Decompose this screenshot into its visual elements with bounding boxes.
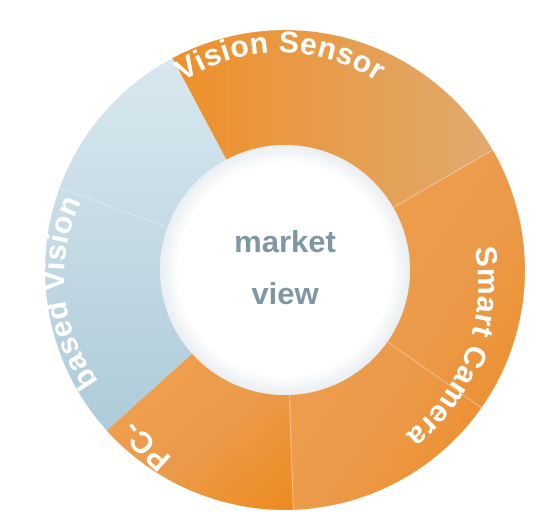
segment-divider-line [288, 394, 294, 510]
center-label-line2: view [251, 276, 319, 311]
ring-segment-vision-sensor [172, 30, 493, 208]
ring-segment-pc [106, 353, 294, 511]
segment-dividers [59, 149, 494, 510]
center-label-line1: market [234, 224, 336, 259]
segment-divider-line [393, 149, 494, 208]
ring-segment-smart-camera [289, 150, 525, 510]
segment-divider-line [387, 341, 482, 409]
segment-divider-line [59, 187, 168, 228]
ring-segment-pc-based-vision [44, 58, 227, 431]
center-disc [160, 145, 410, 395]
